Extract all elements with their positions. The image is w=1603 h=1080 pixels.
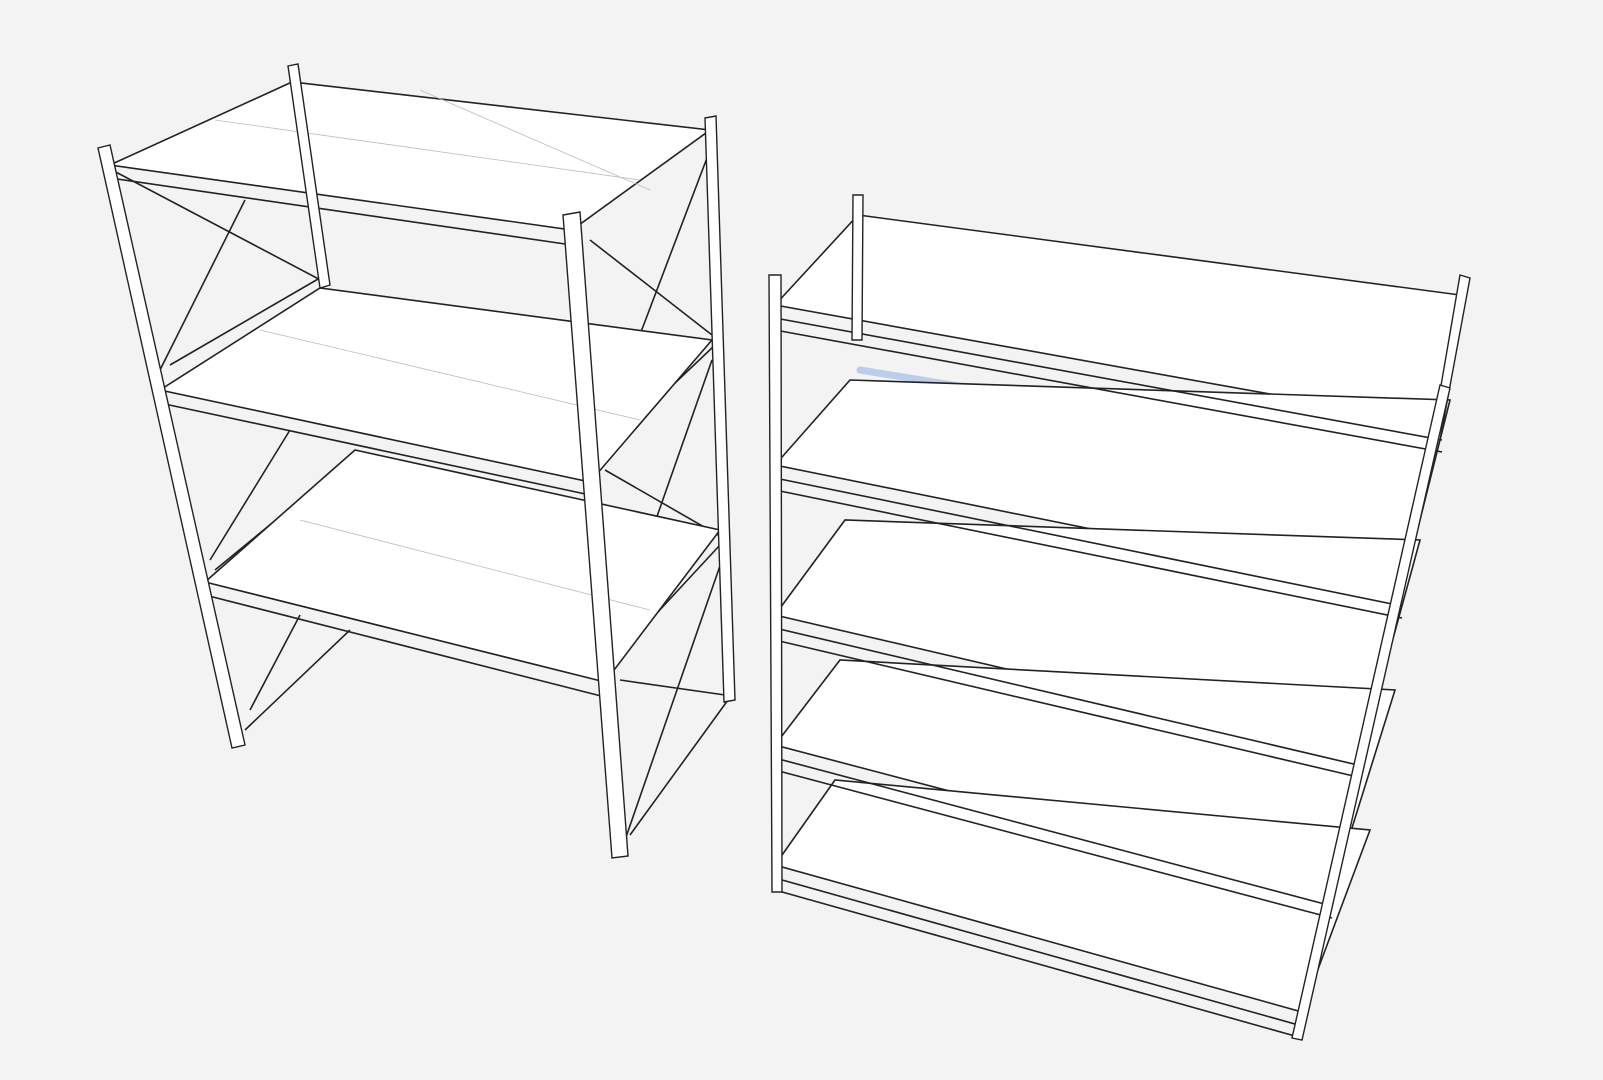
beams (109, 177, 606, 698)
shelf-surface-lines (214, 89, 651, 611)
left-shelving-unit (97, 63, 736, 859)
posts (768, 194, 1471, 1041)
shelf-5 (773, 779, 1372, 1013)
shelf-top (107, 81, 713, 231)
shelf-middle (157, 287, 714, 483)
posts (97, 63, 736, 859)
right-shelving-unit (768, 194, 1471, 1041)
beams (774, 317, 1443, 1039)
